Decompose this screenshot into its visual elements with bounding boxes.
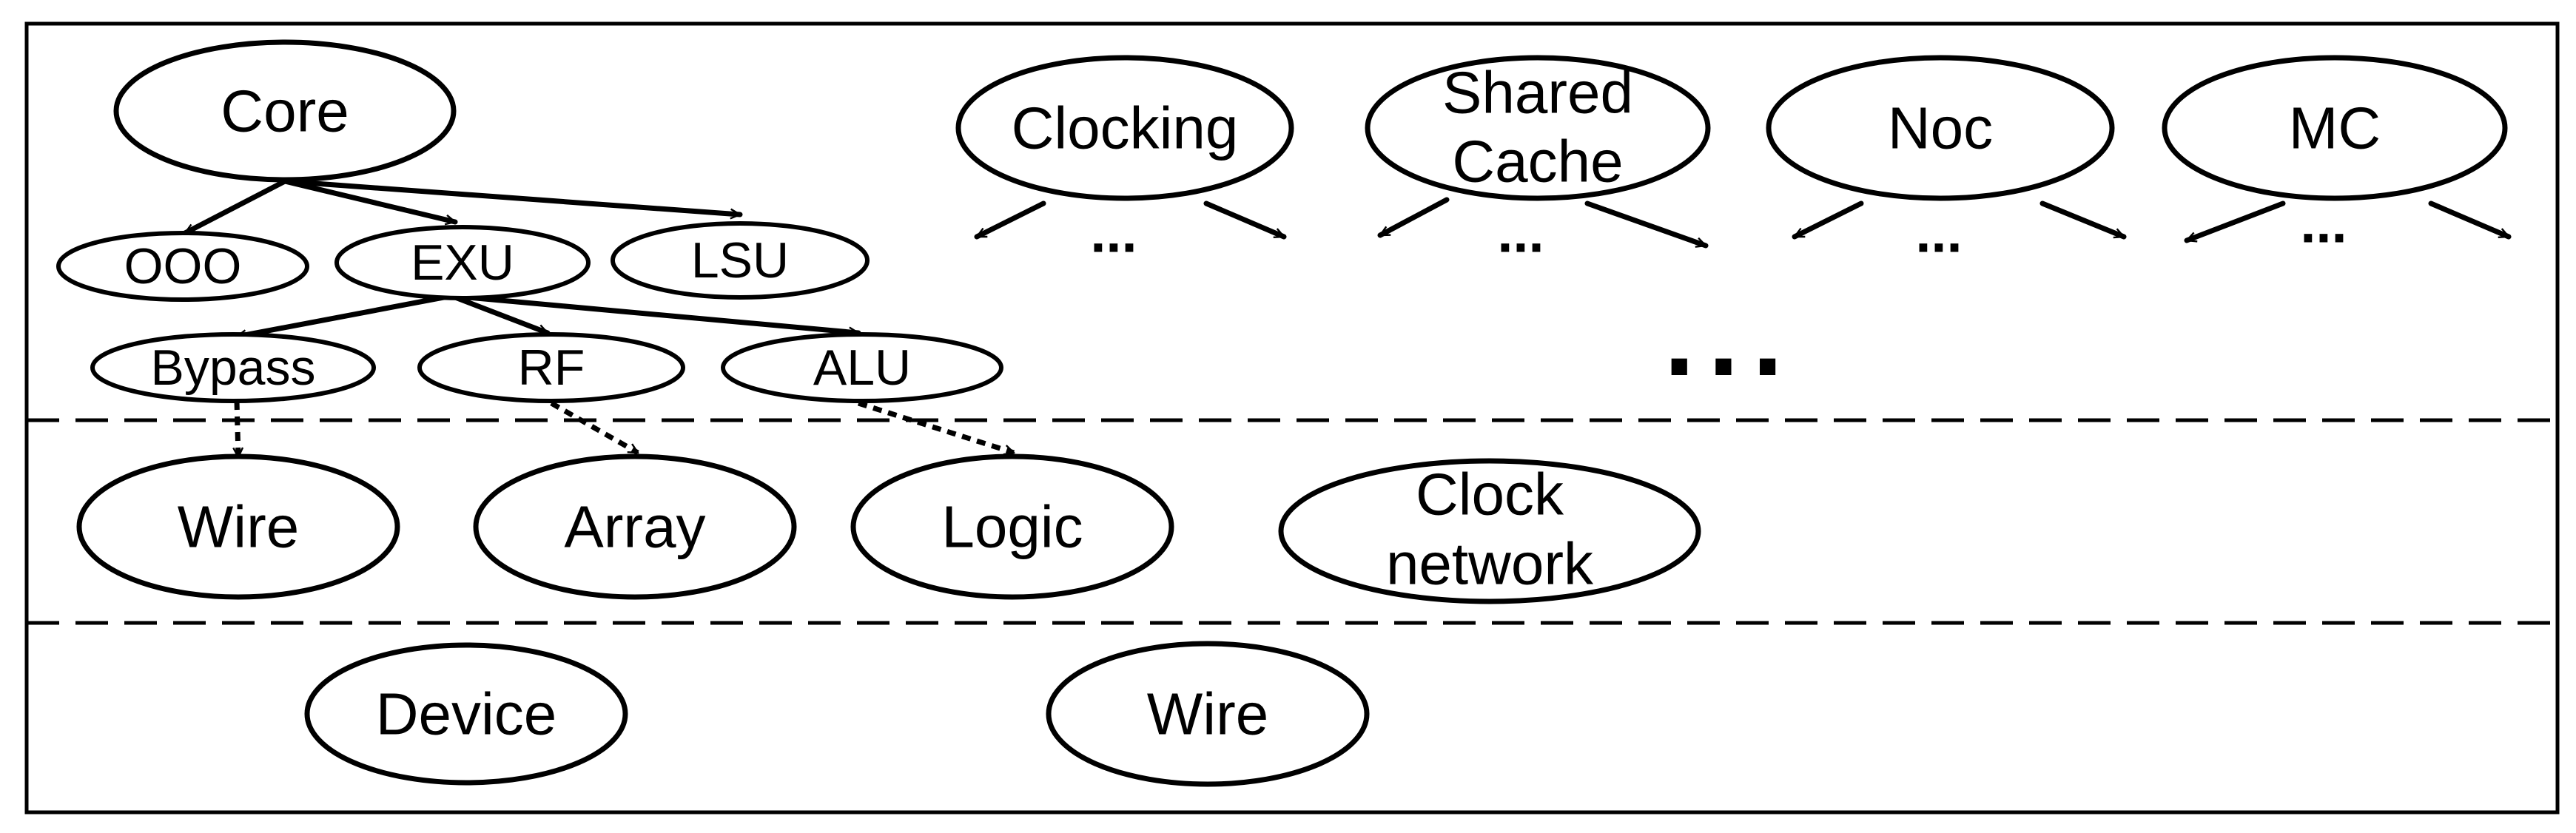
node-device: Device xyxy=(304,642,628,786)
edge-exu-rf xyxy=(448,293,551,336)
node-mc: MC xyxy=(2162,55,2508,201)
noc-more-ellipsis: ... xyxy=(1915,202,1962,265)
node-shared-cache: Shared Cache xyxy=(1365,55,1711,201)
node-device-label: Device xyxy=(376,681,557,747)
edge-rf-array xyxy=(550,400,638,456)
mc-arrow-right xyxy=(2428,200,2512,240)
expansion-arrows xyxy=(974,197,2512,249)
node-clock-network-label-2: network xyxy=(1386,531,1594,597)
edges-solid xyxy=(182,178,861,337)
edge-exu-alu xyxy=(448,293,861,333)
mc-arrow-left xyxy=(2184,200,2286,243)
edges-dotted xyxy=(237,400,1014,457)
shared-cache-arrow-left xyxy=(1377,197,1450,238)
clocking-arrow-left xyxy=(974,200,1046,240)
node-ooo: OOO xyxy=(56,231,309,302)
node-shared-cache-label-2: Cache xyxy=(1452,129,1623,195)
shared-cache-arrow-right xyxy=(1584,200,1709,249)
edge-alu-logic xyxy=(857,400,1014,453)
node-wire-device-label: Wire xyxy=(1147,681,1268,747)
node-lsu: LSU xyxy=(611,221,870,300)
edge-core-lsu xyxy=(282,178,743,215)
node-wire-device: Wire xyxy=(1046,641,1370,787)
node-core-label: Core xyxy=(221,78,349,144)
node-core: Core xyxy=(113,39,457,183)
node-exu-label: EXU xyxy=(411,235,514,291)
node-exu: EXU xyxy=(334,225,591,300)
node-clocking: Clocking xyxy=(955,55,1294,201)
more-components-ellipsis: ... xyxy=(1664,274,1796,399)
edge-core-exu xyxy=(282,178,458,222)
node-bypass: Bypass xyxy=(90,332,376,403)
node-wire-circuit: Wire xyxy=(76,453,400,600)
node-ooo-label: OOO xyxy=(124,238,242,294)
node-mc-label: MC xyxy=(2289,95,2381,161)
node-alu-label: ALU xyxy=(813,340,911,396)
node-array-label: Array xyxy=(564,494,705,560)
node-lsu-label: LSU xyxy=(691,232,789,289)
node-alu: ALU xyxy=(721,332,1003,403)
node-clocking-label: Clocking xyxy=(1012,95,1239,161)
clocking-more-ellipsis: ... xyxy=(1090,202,1137,265)
mc-more-ellipsis: ... xyxy=(2300,192,2347,255)
node-logic: Logic xyxy=(850,453,1174,600)
node-clock-network-label-1: Clock xyxy=(1416,462,1564,527)
noc-arrow-right xyxy=(2039,200,2127,240)
node-noc-label: Noc xyxy=(1888,95,1993,161)
outer-frame xyxy=(24,21,2560,815)
node-bypass-label: Bypass xyxy=(151,340,316,396)
node-shared-cache-label-1: Shared xyxy=(1442,60,1633,126)
node-clock-network: Clock network xyxy=(1278,458,1701,604)
node-array: Array xyxy=(473,453,797,600)
edge-core-ooo xyxy=(182,178,288,236)
node-logic-label: Logic xyxy=(941,494,1083,560)
node-noc: Noc xyxy=(1766,55,2115,201)
node-wire-circuit-label: Wire xyxy=(178,494,299,560)
node-rf: RF xyxy=(417,332,685,403)
clocking-arrow-right xyxy=(1203,200,1287,240)
noc-arrow-left xyxy=(1792,200,1864,240)
edge-exu-bypass xyxy=(234,293,454,337)
node-rf-label: RF xyxy=(518,340,585,396)
shared-cache-more-ellipsis: ... xyxy=(1497,202,1544,265)
edge-bypass-wire xyxy=(237,400,238,457)
